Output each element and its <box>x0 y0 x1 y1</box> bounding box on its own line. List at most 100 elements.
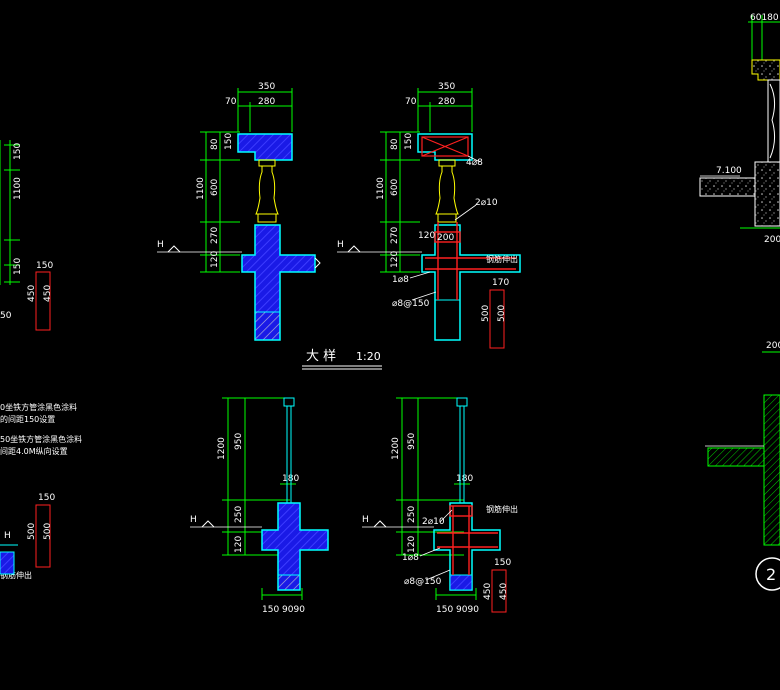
left-note-4: 间距4.0M纵向设置 <box>0 446 68 456</box>
left-col-dim: 150 <box>36 261 53 271</box>
b-dim-600: 600 <box>390 179 400 196</box>
a-dim-350: 350 <box>258 82 275 92</box>
d-rebar-low: 1⌀8 <box>402 553 419 563</box>
a-handrail <box>237 133 293 161</box>
left-col-h1: 450 <box>27 285 37 302</box>
right-handrail <box>751 59 780 81</box>
d-dim-1200: 1200 <box>391 437 401 460</box>
c-dim-950: 950 <box>234 433 244 450</box>
d-leader-3 <box>425 569 451 581</box>
b-leader-4 <box>411 291 437 301</box>
b-baluster <box>435 159 459 223</box>
left-column2-outline <box>35 504 51 568</box>
a-dim-600: 600 <box>210 179 220 196</box>
b-handrail <box>417 133 473 161</box>
detail-b: 350 70 280 1100 80 150 600 270 120 4⌀8 <box>337 82 521 349</box>
a-dim-280: 280 <box>258 97 275 107</box>
d-rebar-mid: 2⌀10 <box>422 517 445 527</box>
left-note-1: 0坐铁方管涂黑色涂料 <box>0 402 77 412</box>
d-leader-1 <box>439 509 453 523</box>
left-beam-stub <box>0 551 15 575</box>
d-stirrup: ⌀8@150 <box>404 577 442 587</box>
detail-a: 350 70 280 1100 80 150 600 270 120 <box>157 82 321 341</box>
b-h-mark: H <box>337 240 344 250</box>
left-note-cut: 钢筋伸出 <box>0 570 32 580</box>
a-grade-symbol <box>167 245 181 253</box>
b-dim-280: 280 <box>438 97 455 107</box>
d-dim-180: 180 <box>456 474 473 484</box>
b-dim-200: 200 <box>437 233 454 243</box>
title-text: 大 样 <box>306 349 336 364</box>
b-grade-symbol <box>347 245 361 253</box>
b-dim-120: 120 <box>390 251 400 268</box>
d-h-mark: H <box>362 515 369 525</box>
b-post-outline <box>421 224 521 341</box>
b-rebar-mid: 2⌀10 <box>475 198 498 208</box>
title-scale: 1:20 <box>356 350 381 363</box>
b-col-dim: 170 <box>492 278 509 288</box>
b-dim-150: 150 <box>404 133 414 150</box>
b-col-h2: 500 <box>497 305 507 322</box>
b-column-detail <box>489 289 505 349</box>
b-rebar-low: 1⌀8 <box>392 275 409 285</box>
d-dim-950: 950 <box>407 433 417 450</box>
right-level: 7.100 <box>716 166 742 176</box>
left-note-3: 50坐铁方管涂黑色涂料 <box>0 434 82 444</box>
left-col-h2: 450 <box>43 285 53 302</box>
c-dim-120: 120 <box>234 536 244 553</box>
b-dim-1100: 1100 <box>376 177 386 200</box>
c-dim-250: 250 <box>234 506 244 523</box>
left-partial-detail: 1100 150 150 150 450 450 50 0坐铁方管涂黑色涂料 的… <box>0 140 82 580</box>
b-dim-270: 270 <box>390 227 400 244</box>
a-h-mark: H <box>157 240 164 250</box>
left-dim-150a: 150 <box>13 143 23 160</box>
detail-c: 1200 950 250 120 180 150 9090 H <box>190 397 329 615</box>
b-leader-2 <box>454 204 477 221</box>
b-leader-1 <box>467 155 481 163</box>
b-rebar-top: 4⌀8 <box>466 158 483 168</box>
right-dim-200b: 200 <box>766 341 780 351</box>
a-dim-150: 150 <box>224 133 234 150</box>
d-note-right: 钢筋伸出 <box>486 504 518 514</box>
drawing-title: 大 样 1:20 <box>302 349 382 370</box>
d-dim-250: 250 <box>407 506 417 523</box>
left-dim-50: 50 <box>0 311 12 321</box>
d-bottom-dims: 150 9090 <box>436 605 479 615</box>
right-slab-section <box>754 161 780 227</box>
d-leader-2 <box>419 547 441 557</box>
right-wall-section <box>763 394 780 546</box>
left-dim-1100: 1100 <box>13 177 23 200</box>
c-cap <box>283 397 295 407</box>
left-h-mark: H <box>4 531 11 541</box>
d-dim-120: 120 <box>407 536 417 553</box>
d-rebar <box>437 505 498 575</box>
b-dim-70: 70 <box>405 97 417 107</box>
d-col-h1: 450 <box>483 583 493 600</box>
d-cap <box>456 397 468 407</box>
a-dim-70: 70 <box>225 97 237 107</box>
right-partial-detail: 60180 7.100 200 200 2 <box>699 13 780 591</box>
left-col2-h1: 500 <box>27 523 37 540</box>
c-grade-symbol <box>201 520 215 528</box>
b-leader-3 <box>409 271 431 279</box>
left-column-outline <box>35 271 51 331</box>
left-col2-dim: 150 <box>38 493 55 503</box>
left-note-2: 的间距150设置 <box>0 414 55 424</box>
a-footing-hatch <box>254 311 281 341</box>
right-baluster-frame <box>767 79 780 163</box>
b-dim-80: 80 <box>390 138 400 150</box>
d-grade-symbol <box>373 520 387 528</box>
c-bottom-dims: 150 9090 <box>262 605 305 615</box>
detail-d: 1200 950 250 120 180 150 9090 2⌀10 钢筋伸出 … <box>362 397 518 615</box>
right-floor-slab <box>699 177 756 197</box>
c-footing-hatch <box>277 574 301 591</box>
right-beam-section <box>707 447 765 467</box>
b-handrail-rebar <box>421 136 469 157</box>
b-stirrup: ⌀8@150 <box>392 299 430 309</box>
b-post-rebar <box>425 222 516 300</box>
d-footing <box>449 574 473 591</box>
right-baluster <box>769 83 776 159</box>
b-dim-350: 350 <box>438 82 455 92</box>
c-h-mark: H <box>190 515 197 525</box>
